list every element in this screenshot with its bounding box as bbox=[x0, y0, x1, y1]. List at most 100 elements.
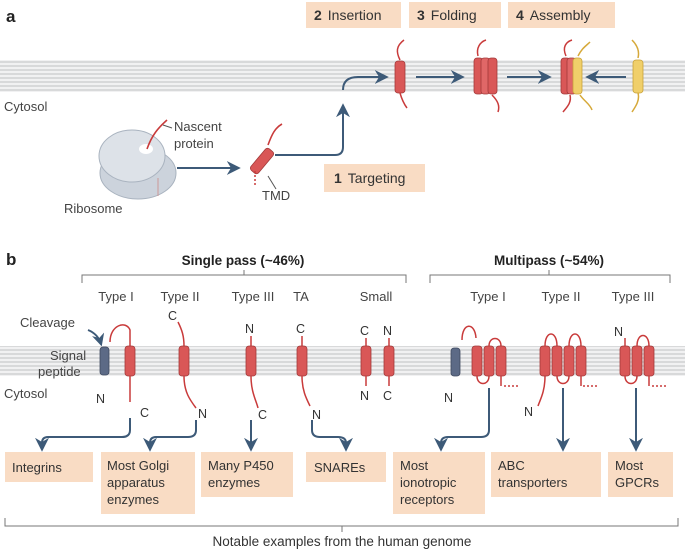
step-text: Folding bbox=[431, 7, 477, 23]
cleavage-arrow bbox=[87, 329, 105, 347]
signal-label-2: peptide bbox=[38, 364, 81, 379]
terminus-label: N bbox=[245, 322, 254, 336]
example-box-ionotropic: Most ionotropic receptors bbox=[393, 452, 485, 514]
type-label-single-ta: TA bbox=[293, 289, 309, 304]
nascent-label-1: Nascent bbox=[174, 119, 222, 134]
example-box-snares: SNAREs bbox=[306, 452, 386, 482]
cytosol-label-b: Cytosol bbox=[4, 386, 47, 401]
panel-a-label: a bbox=[6, 7, 16, 26]
ta-single-protein bbox=[296, 336, 311, 407]
step-number: 1 bbox=[334, 170, 342, 186]
example-text: Most bbox=[400, 458, 429, 473]
insertion-arrow bbox=[342, 70, 389, 91]
terminus-label: N bbox=[383, 324, 392, 338]
terminus-label: N bbox=[524, 405, 533, 419]
example-box-gpcrs: Most GPCRs bbox=[608, 452, 673, 497]
signal-label-1: Signal bbox=[50, 348, 86, 363]
type-label-single-2: Type II bbox=[160, 289, 199, 304]
example-box-p450: Many P450 enzymes bbox=[201, 452, 293, 497]
type-ii-single-protein bbox=[177, 321, 197, 409]
type-label-single-1: Type I bbox=[98, 289, 133, 304]
single-pass-header: Single pass (~46%) bbox=[182, 253, 305, 268]
type-label-single-3: Type III bbox=[232, 289, 275, 304]
step-number: 2 bbox=[314, 7, 322, 23]
example-arrow bbox=[35, 418, 131, 452]
example-text: receptors bbox=[400, 492, 455, 507]
single-pass-bracket bbox=[81, 270, 407, 283]
example-text: GPCRs bbox=[615, 475, 660, 490]
terminus-label: C bbox=[258, 408, 267, 422]
type-label-multi-3: Type III bbox=[612, 289, 655, 304]
example-text: SNAREs bbox=[314, 460, 366, 475]
example-box-golgi: Most Golgi apparatus enzymes bbox=[101, 452, 195, 514]
targeting-arrow bbox=[275, 103, 350, 156]
type-label-multi-2: Type II bbox=[541, 289, 580, 304]
type-i-multipass-protein bbox=[450, 325, 520, 387]
ribosome-icon bbox=[98, 129, 177, 200]
step-text: Assembly bbox=[530, 7, 591, 23]
example-text: Integrins bbox=[12, 460, 62, 475]
step-text: Insertion bbox=[328, 7, 382, 23]
multipass-bracket bbox=[429, 270, 671, 283]
footer-caption: Notable examples from the human genome bbox=[213, 534, 472, 549]
inserted-tmd-icon bbox=[394, 39, 408, 109]
example-text: ionotropic bbox=[400, 475, 457, 490]
terminus-label: C bbox=[168, 309, 177, 323]
type-iii-multipass-protein bbox=[619, 334, 668, 387]
step-insertion: 2 Insertion bbox=[306, 2, 401, 28]
type-label-single-small: Small bbox=[360, 289, 393, 304]
example-box-integrins: Integrins bbox=[5, 452, 93, 482]
example-text: enzymes bbox=[208, 475, 261, 490]
step-folding: 3 Folding bbox=[409, 2, 501, 28]
multipass-header: Multipass (~54%) bbox=[494, 253, 604, 268]
example-text: ABC bbox=[498, 458, 525, 473]
type-iii-single-protein bbox=[245, 336, 259, 409]
step-assembly: 4 Assembly bbox=[508, 2, 615, 28]
example-arrow bbox=[311, 420, 353, 452]
terminus-label: C bbox=[383, 389, 392, 403]
ribosome-label: Ribosome bbox=[64, 201, 123, 216]
example-text: Most Golgi bbox=[107, 458, 169, 473]
terminus-label: N bbox=[614, 325, 623, 339]
terminus-label: C bbox=[140, 406, 149, 420]
type-ii-multipass-protein bbox=[537, 333, 598, 407]
terminus-label: N bbox=[198, 407, 207, 421]
example-arrow bbox=[434, 388, 490, 452]
step-number: 3 bbox=[417, 7, 425, 23]
terminus-label: C bbox=[360, 324, 369, 338]
yellow-subunit-icon bbox=[631, 39, 644, 113]
footer-bracket bbox=[4, 518, 679, 532]
nascent-label-2: protein bbox=[174, 136, 214, 151]
cleavage-label: Cleavage bbox=[20, 315, 75, 330]
cytosol-label-a: Cytosol bbox=[4, 99, 47, 114]
example-text: Most bbox=[615, 458, 644, 473]
step-targeting: 1 Targeting bbox=[324, 164, 425, 192]
example-box-abc: ABC transporters bbox=[491, 452, 601, 497]
tmd-helix-icon bbox=[249, 123, 283, 186]
step-number: 4 bbox=[516, 7, 524, 23]
example-text: transporters bbox=[498, 475, 568, 490]
example-text: apparatus bbox=[107, 475, 165, 490]
terminus-label: C bbox=[296, 322, 305, 336]
example-text: Many P450 bbox=[208, 458, 274, 473]
terminus-label: N bbox=[96, 392, 105, 406]
type-label-multi-1: Type I bbox=[470, 289, 505, 304]
terminus-label: N bbox=[312, 408, 321, 422]
terminus-label: N bbox=[444, 391, 453, 405]
example-text: enzymes bbox=[107, 492, 160, 507]
step-text: Targeting bbox=[348, 170, 406, 186]
example-arrow bbox=[143, 420, 197, 452]
terminus-label: N bbox=[360, 389, 369, 403]
panel-b-label: b bbox=[6, 250, 16, 269]
tmd-label: TMD bbox=[262, 188, 290, 203]
small-single-proteins bbox=[360, 338, 395, 386]
nascent-chain-icon bbox=[146, 119, 168, 150]
type-i-single-protein bbox=[99, 324, 136, 402]
folded-bundle-icon bbox=[473, 39, 500, 113]
assembled-complex-icon bbox=[560, 39, 593, 113]
